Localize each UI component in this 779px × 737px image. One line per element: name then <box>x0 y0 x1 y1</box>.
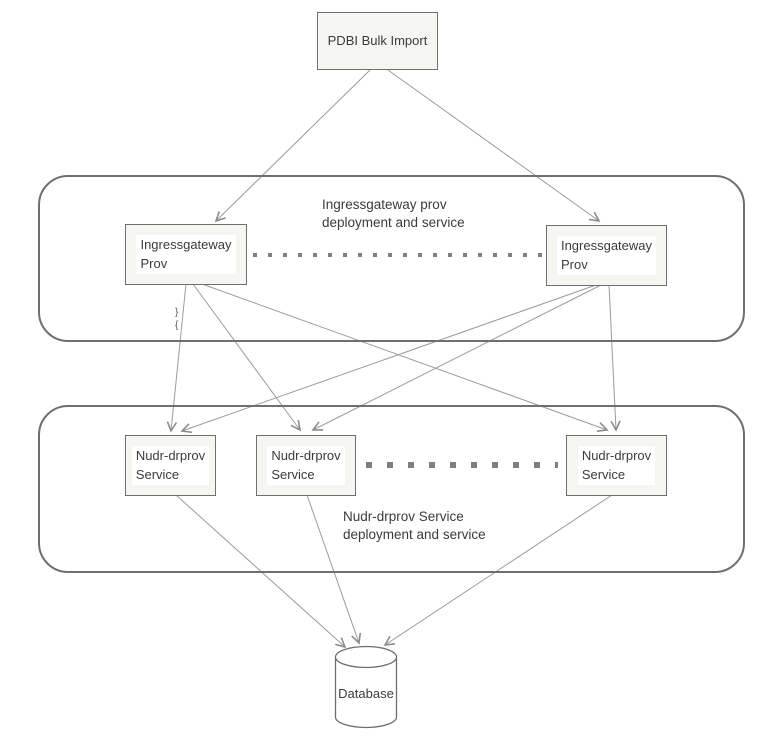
node-label-line: Nudr-drprov <box>271 448 341 464</box>
ingress-group-caption: Ingressgateway prov deployment and servi… <box>322 196 465 232</box>
arrow-nudr3-to-database <box>385 494 613 645</box>
ingressgateway-prov-node-right: Ingressgateway Prov <box>546 225 667 286</box>
node-label: Nudr-drprov Service <box>577 446 656 485</box>
nudr-deployment-group <box>38 405 745 573</box>
database-cylinder-icon <box>334 645 398 729</box>
pdbi-bulk-import-node: PDBI Bulk Import <box>317 12 438 70</box>
node-label-line: Ingressgateway <box>140 237 232 253</box>
arrow-pdbi-to-ingress-right <box>387 69 599 221</box>
node-label-line: Nudr-drprov <box>135 448 206 464</box>
arrow-pdbi-to-ingress-left <box>216 69 371 221</box>
node-label-line: Service <box>271 466 315 482</box>
nudr-drprov-service-node-3: Nudr-drprov Service <box>566 435 667 496</box>
nudr-drprov-service-node-1: Nudr-drprov Service <box>125 435 216 496</box>
node-label-line: Prov <box>560 256 588 272</box>
node-label-line: Service <box>581 466 626 482</box>
caption-line: deployment and service <box>322 215 465 230</box>
node-label: Nudr-drprov Service <box>267 446 345 485</box>
nudr-group-caption: Nudr-drprov Service deployment and servi… <box>343 508 486 544</box>
node-label: Ingressgateway Prov <box>556 236 657 275</box>
node-label: PDBI Bulk Import <box>327 32 428 48</box>
connector-brace-marks: } { <box>175 306 178 332</box>
node-label-line: Prov <box>140 255 168 271</box>
node-label-line: Service <box>135 466 180 482</box>
caption-line: Nudr-drprov Service <box>343 509 464 524</box>
nudr-drprov-service-node-2: Nudr-drprov Service <box>256 435 356 496</box>
arrow-nudr2-to-database <box>306 494 359 643</box>
brace-mark: { <box>175 320 179 331</box>
caption-line: Ingressgateway prov <box>322 197 447 212</box>
node-label-line: Ingressgateway <box>560 238 653 254</box>
ingressgateway-prov-node-left: Ingressgateway Prov <box>125 224 247 285</box>
node-label-line: Nudr-drprov <box>581 448 652 464</box>
brace-mark: } <box>175 307 179 318</box>
node-label: Ingressgateway Prov <box>136 235 236 274</box>
ingress-deployment-group <box>38 175 745 342</box>
caption-line: deployment and service <box>343 527 486 542</box>
node-label: Nudr-drprov Service <box>131 446 210 485</box>
database-label: Database <box>338 686 394 701</box>
